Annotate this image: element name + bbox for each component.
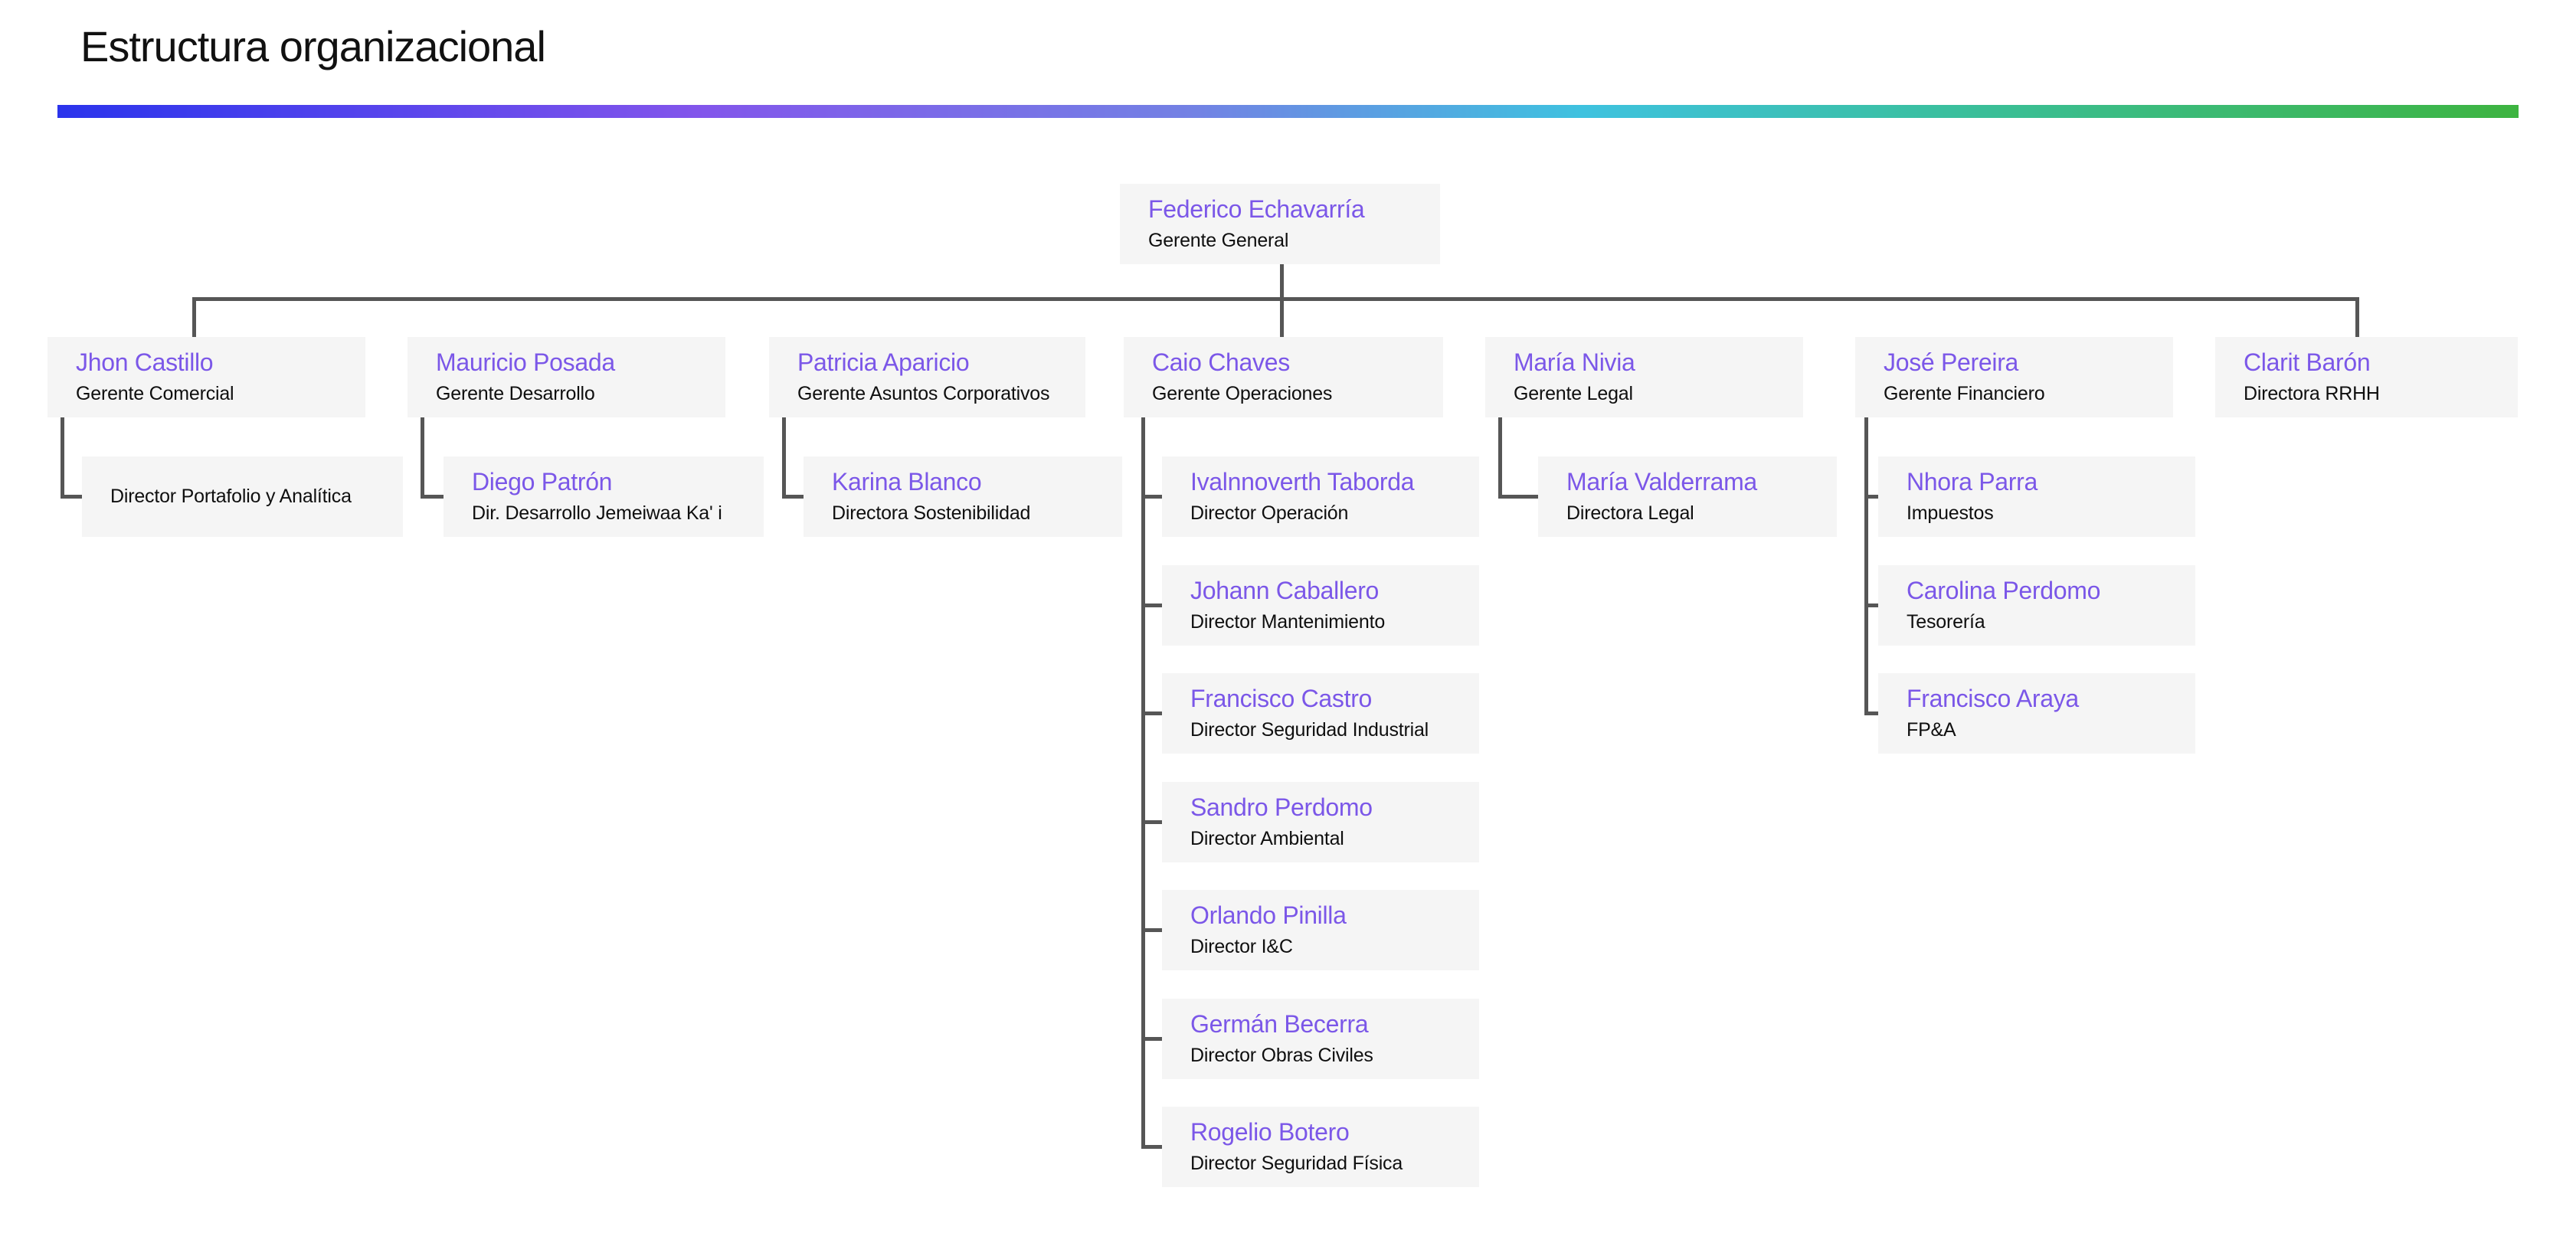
org-node-federico-echavarria[interactable]: Federico Echavarría Gerente General: [1120, 184, 1440, 264]
person-role: Director Seguridad Física: [1190, 1153, 1403, 1175]
person-name: Mauricio Posada: [436, 348, 615, 376]
org-node-maria-nivia[interactable]: María Nivia Gerente Legal: [1485, 337, 1803, 417]
person-role: Director Operación: [1190, 502, 1349, 525]
person-name: María Nivia: [1514, 348, 1635, 376]
connector-jhon-child-v: [61, 417, 64, 499]
person-name: Orlando Pinilla: [1190, 901, 1347, 929]
org-node-francisco-araya[interactable]: Francisco Araya FP&A: [1878, 673, 2195, 754]
connector-caio-child-5: [1141, 928, 1162, 932]
connector-mauricio-child-h: [421, 495, 444, 499]
connector-caio-child-4: [1141, 820, 1162, 824]
org-node-ivalnnoverth-taborda[interactable]: Ivalnnoverth Taborda Director Operación: [1162, 456, 1479, 537]
person-role: Gerente Operaciones: [1152, 383, 1333, 405]
org-node-german-becerra[interactable]: Germán Becerra Director Obras Civiles: [1162, 999, 1479, 1079]
person-name: María Valderrama: [1566, 467, 1757, 496]
person-role: Director Mantenimiento: [1190, 611, 1386, 633]
person-role: Gerente Desarrollo: [436, 383, 595, 405]
connector-patricia-child-v: [782, 417, 786, 499]
connector-jhon-child-h: [61, 495, 82, 499]
org-node-jhon-castillo[interactable]: Jhon Castillo Gerente Comercial: [47, 337, 365, 417]
person-name: Federico Echavarría: [1148, 195, 1365, 223]
person-role: Gerente Comercial: [76, 383, 234, 405]
person-role: FP&A: [1907, 719, 1956, 741]
org-node-maria-valderrama[interactable]: María Valderrama Directora Legal: [1538, 456, 1837, 537]
connector-jose-child-2: [1864, 604, 1878, 607]
org-node-carolina-perdomo[interactable]: Carolina Perdomo Tesorería: [1878, 565, 2195, 646]
org-node-mauricio-posada[interactable]: Mauricio Posada Gerente Desarrollo: [408, 337, 725, 417]
org-node-patricia-aparicio[interactable]: Patricia Aparicio Gerente Asuntos Corpor…: [769, 337, 1085, 417]
org-node-orlando-pinilla[interactable]: Orlando Pinilla Director I&C: [1162, 890, 1479, 970]
person-role: Gerente General: [1148, 230, 1289, 252]
org-node-clarit-baron[interactable]: Clarit Barón Directora RRHH: [2215, 337, 2518, 417]
person-role: Gerente Legal: [1514, 383, 1633, 405]
person-role: Impuestos: [1907, 502, 1994, 525]
person-name: Jhon Castillo: [76, 348, 214, 376]
connector-caio-child-6: [1141, 1037, 1162, 1041]
connector-caio-child-7: [1141, 1145, 1162, 1149]
connector-patricia-child-h: [782, 495, 804, 499]
person-role: Gerente Asuntos Corporativos: [797, 383, 1050, 405]
org-node-karina-blanco[interactable]: Karina Blanco Directora Sostenibilidad: [804, 456, 1122, 537]
person-role: Director Obras Civiles: [1190, 1045, 1373, 1067]
org-node-francisco-castro[interactable]: Francisco Castro Director Seguridad Indu…: [1162, 673, 1479, 754]
connector-caio-child-3: [1141, 711, 1162, 715]
connector-maria-child-v: [1498, 417, 1502, 499]
connector-maria-child-h: [1498, 495, 1538, 499]
connector-caio-child-2: [1141, 604, 1162, 607]
connector-jose-child-3: [1864, 711, 1878, 715]
person-role: Directora Legal: [1566, 502, 1694, 525]
person-name: Diego Patrón: [472, 467, 613, 496]
connector-caio-child-1: [1141, 495, 1162, 499]
org-node-rogelio-botero[interactable]: Rogelio Botero Director Seguridad Física: [1162, 1107, 1479, 1187]
person-role: Directora RRHH: [2244, 383, 2380, 405]
person-role: Director Portafolio y Analítica: [110, 485, 352, 507]
person-name: Caio Chaves: [1152, 348, 1290, 376]
org-node-nhora-parra[interactable]: Nhora Parra Impuestos: [1878, 456, 2195, 537]
connector-mauricio-child-v: [421, 417, 424, 499]
connector-managers-bar: [192, 297, 2359, 301]
person-name: Rogelio Botero: [1190, 1117, 1350, 1146]
person-role: Directora Sostenibilidad: [832, 502, 1031, 525]
person-role: Tesorería: [1907, 611, 1985, 633]
person-name: Johann Caballero: [1190, 576, 1380, 604]
org-node-johann-caballero[interactable]: Johann Caballero Director Mantenimiento: [1162, 565, 1479, 646]
person-role: Director Ambiental: [1190, 828, 1344, 850]
person-role: Gerente Financiero: [1884, 383, 2045, 405]
person-name: José Pereira: [1884, 348, 2019, 376]
person-name: Francisco Araya: [1907, 684, 2079, 712]
org-node-director-portafolio[interactable]: Director Portafolio y Analítica: [82, 456, 403, 537]
person-name: Patricia Aparicio: [797, 348, 970, 376]
title-gradient-rule: [57, 105, 2519, 118]
person-name: Karina Blanco: [832, 467, 982, 496]
page-title: Estructura organizacional: [80, 22, 546, 70]
org-node-sandro-perdomo[interactable]: Sandro Perdomo Director Ambiental: [1162, 782, 1479, 862]
person-name: Nhora Parra: [1907, 467, 2038, 496]
connector-stub-jhon: [192, 297, 196, 337]
person-role: Director I&C: [1190, 936, 1293, 958]
person-name: Clarit Barón: [2244, 348, 2371, 376]
person-role: Dir. Desarrollo Jemeiwaa Ka' i: [472, 502, 722, 525]
org-node-caio-chaves[interactable]: Caio Chaves Gerente Operaciones: [1124, 337, 1443, 417]
connector-jose-children-v: [1864, 417, 1868, 715]
person-name: Germán Becerra: [1190, 1009, 1369, 1038]
person-role: Director Seguridad Industrial: [1190, 719, 1429, 741]
org-node-diego-patron[interactable]: Diego Patrón Dir. Desarrollo Jemeiwaa Ka…: [444, 456, 764, 537]
org-node-jose-pereira[interactable]: José Pereira Gerente Financiero: [1855, 337, 2173, 417]
person-name: Ivalnnoverth Taborda: [1190, 467, 1415, 496]
person-name: Francisco Castro: [1190, 684, 1373, 712]
connector-jose-child-1: [1864, 495, 1878, 499]
person-name: Sandro Perdomo: [1190, 793, 1373, 821]
connector-stub-clarit: [2355, 297, 2359, 337]
connector-caio-children-v: [1141, 417, 1145, 1149]
person-name: Carolina Perdomo: [1907, 576, 2101, 604]
